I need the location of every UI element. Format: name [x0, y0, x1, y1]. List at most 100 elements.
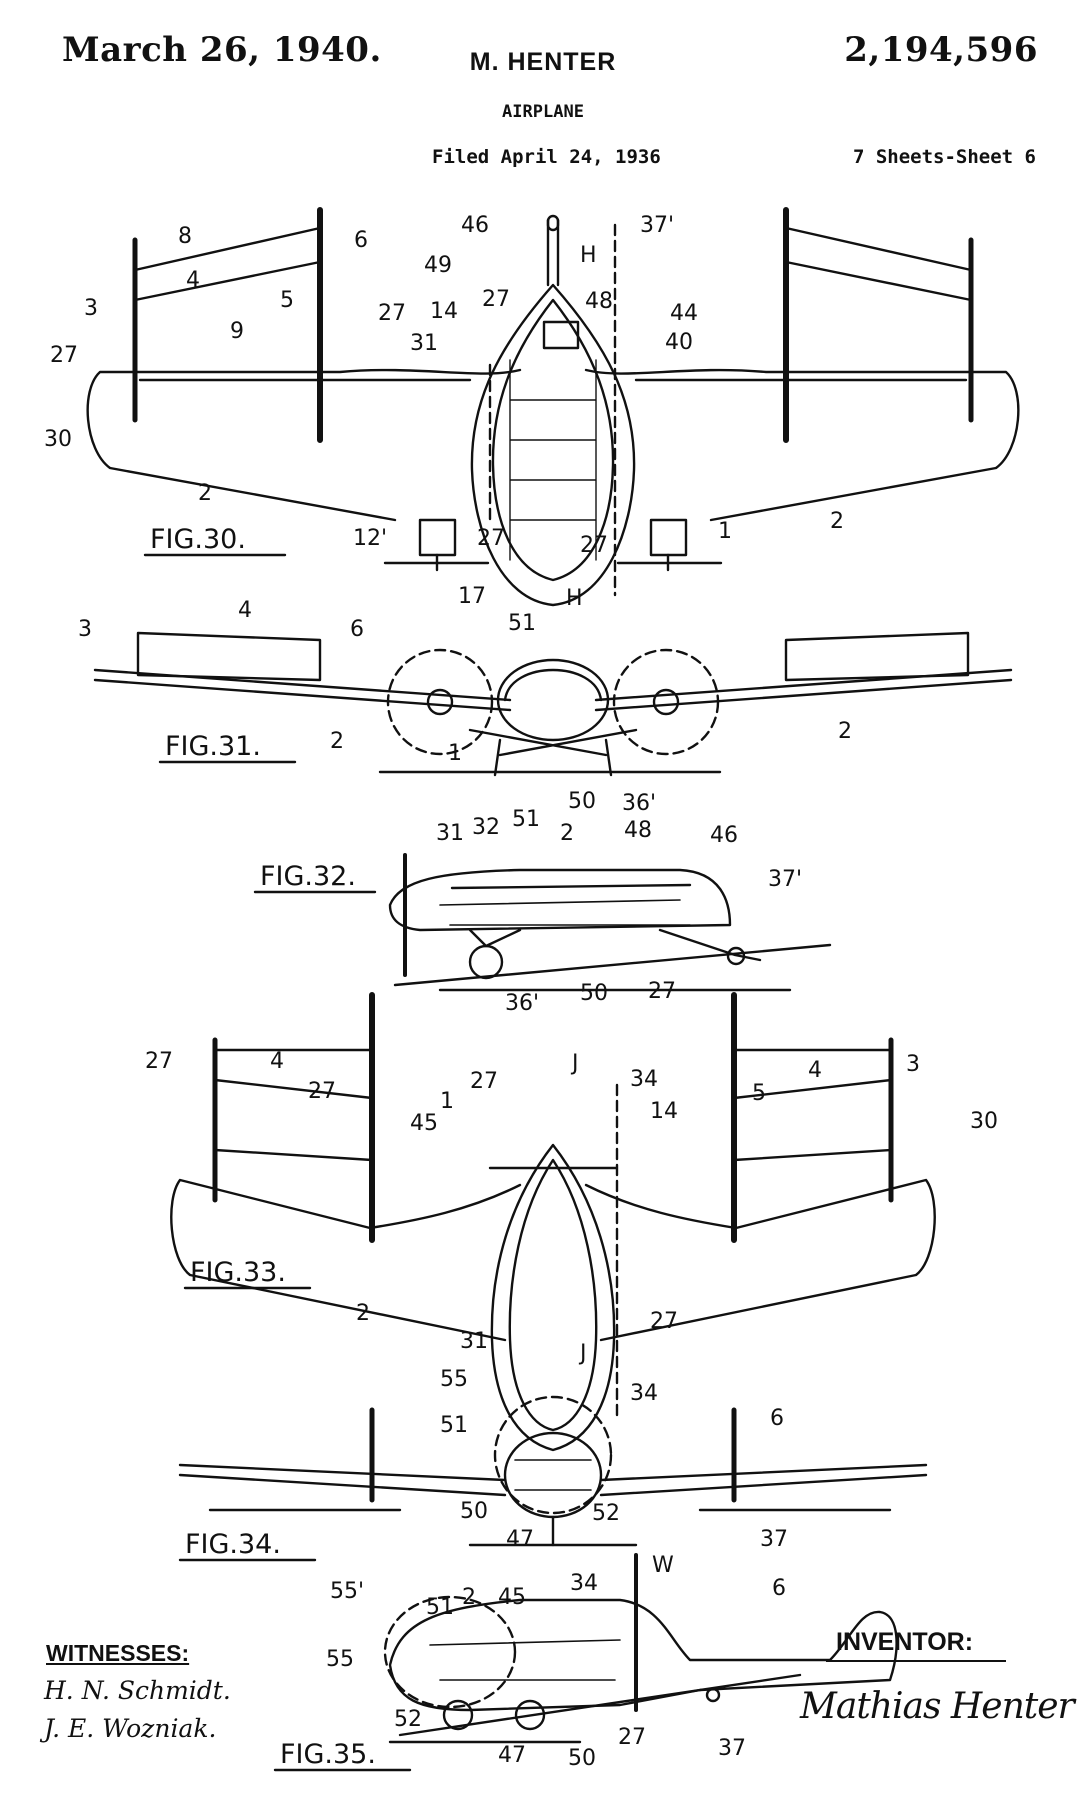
ref-label: 48	[585, 289, 613, 314]
ref-label: H	[566, 586, 583, 611]
ref-label: 5	[280, 288, 294, 313]
ref-label: 45	[410, 1111, 438, 1136]
ref-label: 50	[580, 981, 608, 1006]
ref-label: 40	[665, 330, 693, 355]
ref-label: 46	[461, 213, 489, 238]
ref-label: 1	[440, 1089, 454, 1114]
ref-label: 47	[498, 1743, 526, 1768]
fig34-caption: FIG.34.	[185, 1529, 281, 1560]
ref-label: 46	[710, 823, 738, 848]
ref-label: 17	[458, 584, 486, 609]
ref-label: 27	[648, 979, 676, 1004]
sheet-count: 7 Sheets-Sheet 6	[852, 146, 1036, 168]
ref-label: 2	[560, 821, 574, 846]
ref-label: 9	[230, 319, 244, 344]
fig35-caption: FIG.35.	[280, 1739, 376, 1770]
ref-label: W	[652, 1553, 674, 1578]
ref-label: 30	[44, 427, 72, 452]
inventor-signature: Mathias Henter	[800, 1686, 1075, 1727]
ref-label: 52	[394, 1707, 422, 1732]
ref-label: 3	[906, 1052, 920, 1077]
ref-label: 55	[326, 1647, 354, 1672]
ref-label: 14	[650, 1099, 678, 1124]
fig31-caption: FIG.31.	[165, 731, 261, 762]
ref-label: 34	[630, 1381, 658, 1406]
ref-label: 31	[436, 821, 464, 846]
ref-label: 6	[354, 228, 368, 253]
ref-label: 27	[482, 287, 510, 312]
fig33-caption: FIG.33.	[190, 1257, 286, 1288]
ref-label: 36'	[505, 991, 539, 1016]
ref-label: 2	[838, 719, 852, 744]
ref-label: 51	[508, 611, 536, 636]
ref-label: 4	[270, 1049, 284, 1074]
inventor-name: M. HENTER	[469, 48, 617, 76]
ref-label: 4	[808, 1058, 822, 1083]
ref-label: 37	[718, 1736, 746, 1761]
fig30-plan-view	[86, 207, 1020, 607]
ref-label: 36'	[622, 791, 656, 816]
figure-caption-underlines	[143, 553, 412, 1772]
ref-label: 37'	[768, 867, 802, 892]
ref-label: 2	[356, 1301, 370, 1326]
ref-label: 27	[580, 533, 608, 558]
ref-label: 48	[624, 818, 652, 843]
patent-title: AIRPLANE	[502, 102, 584, 122]
ref-label: 1	[718, 519, 732, 544]
ref-label: 30	[970, 1109, 998, 1134]
ref-label: 3	[84, 296, 98, 321]
ref-label: 5	[752, 1081, 766, 1106]
witness-signature: H. N. Schmidt.	[44, 1676, 231, 1705]
fig31-front-view	[93, 631, 1013, 777]
ref-label: 50	[460, 1499, 488, 1524]
ref-label: 45	[498, 1585, 526, 1610]
ref-label: 6	[770, 1406, 784, 1431]
ref-label: 50	[568, 789, 596, 814]
ref-label: 14	[430, 299, 458, 324]
ref-label: 37	[760, 1527, 788, 1552]
ref-label: 52	[592, 1501, 620, 1526]
ref-label: 51	[440, 1413, 468, 1438]
ref-label: J	[570, 1051, 579, 1076]
ref-label: 37'	[640, 213, 674, 238]
inventor-heading: INVENTOR:	[836, 1628, 974, 1656]
fig32-caption: FIG.32.	[260, 861, 356, 892]
ref-label: 55'	[330, 1579, 364, 1604]
witnesses-heading: WITNESSES:	[46, 1640, 190, 1666]
ref-label: 32	[472, 815, 500, 840]
fig32-side-view	[388, 853, 832, 992]
ref-label: 6	[772, 1576, 786, 1601]
ref-label: 44	[670, 301, 698, 326]
ref-label: J	[578, 1341, 587, 1366]
ref-label: 27	[477, 526, 505, 551]
figure-captions: FIG.30. FIG.31. FIG.32. FIG.33. FIG.34. …	[150, 524, 376, 1770]
fig30-caption: FIG.30.	[150, 524, 246, 555]
ref-label: 50	[568, 1746, 596, 1771]
ref-label: 8	[178, 224, 192, 249]
ref-label: 34	[630, 1067, 658, 1092]
ref-label: 1	[448, 741, 462, 766]
ref-label: 6	[350, 617, 364, 642]
reference-numerals: 8 6 46 37' H 3 4 5 27 49 27 48 44 40 27 …	[44, 213, 998, 1771]
ref-label: H	[580, 243, 597, 268]
ref-label: 31	[460, 1329, 488, 1354]
ref-label: 27	[308, 1079, 336, 1104]
fig34-front-view	[178, 1395, 928, 1547]
ref-label: 2	[830, 509, 844, 534]
ref-label: 27	[50, 343, 78, 368]
ref-label: 12'	[353, 526, 387, 551]
ref-label: 55	[440, 1367, 468, 1392]
ref-label: 4	[238, 598, 252, 623]
filed-date: Filed April 24, 1936	[432, 146, 661, 168]
ref-label: 34	[570, 1571, 598, 1596]
ref-label: 27	[618, 1725, 646, 1750]
witness-signature: J. E. Wozniak.	[44, 1714, 217, 1743]
ref-label: 4	[186, 268, 200, 293]
ref-label: 3	[78, 617, 92, 642]
ref-label: 2	[330, 729, 344, 754]
ref-label: 2	[462, 1585, 476, 1610]
ref-label: 27	[145, 1049, 173, 1074]
ref-label: 51	[512, 807, 540, 832]
ref-label: 27	[650, 1309, 678, 1334]
